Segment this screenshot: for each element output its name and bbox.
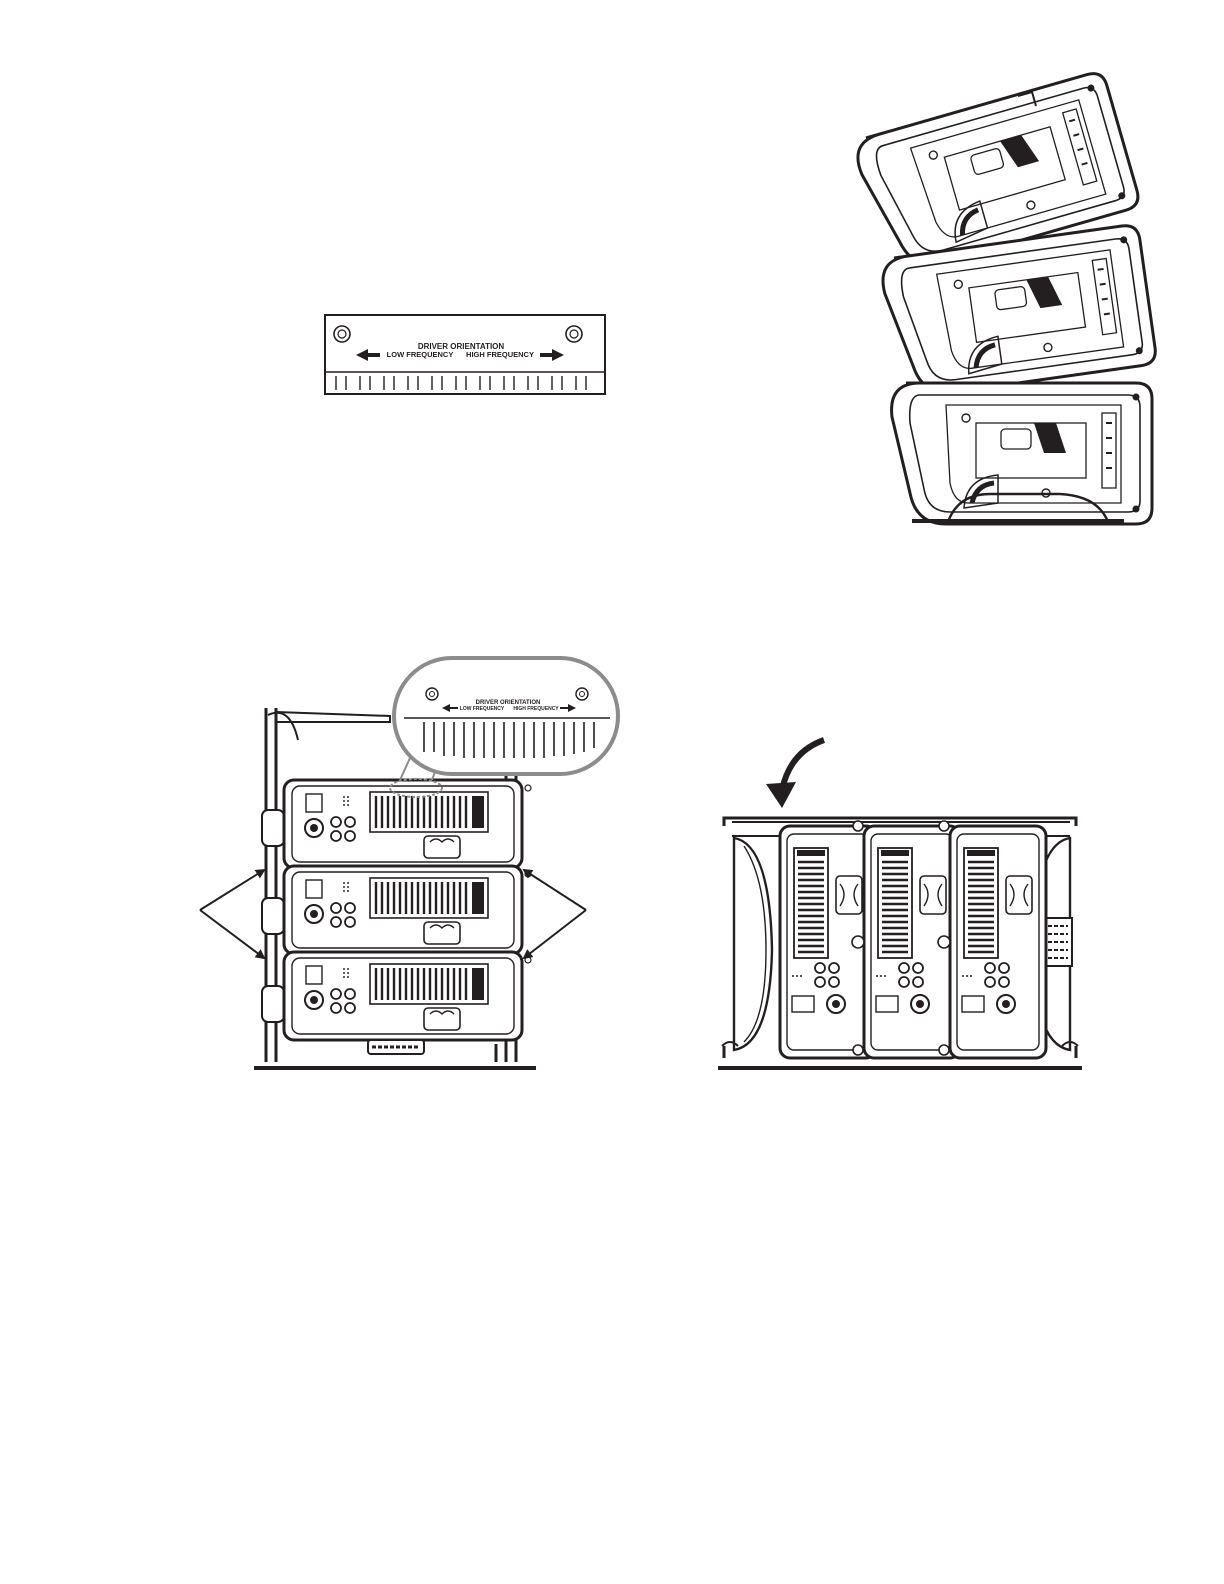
vertical-row-front-view (718, 740, 1082, 1068)
callout-label-low-frequency: LOW FREQUENCY (460, 706, 505, 712)
callout-label-high-frequency: HIGH FREQUENCY (513, 706, 559, 712)
alignment-arrows-left (200, 870, 264, 958)
driver-orientation-label: DRIVER ORIENTATION LOW FREQUENCY HIGH FR… (325, 315, 605, 394)
curved-array-side-view (852, 70, 1157, 524)
label-high-frequency: HIGH FREQUENCY (466, 350, 534, 359)
rotate-arrow-icon (766, 740, 824, 808)
alignment-arrows-right (524, 870, 586, 958)
horizontal-stack-front-view: DRIVER ORIENTATION LOW FREQUENCY HIGH FR… (200, 658, 618, 1068)
label-low-frequency: LOW FREQUENCY (387, 350, 454, 359)
magnified-label-callout: DRIVER ORIENTATION LOW FREQUENCY HIGH FR… (394, 658, 618, 774)
